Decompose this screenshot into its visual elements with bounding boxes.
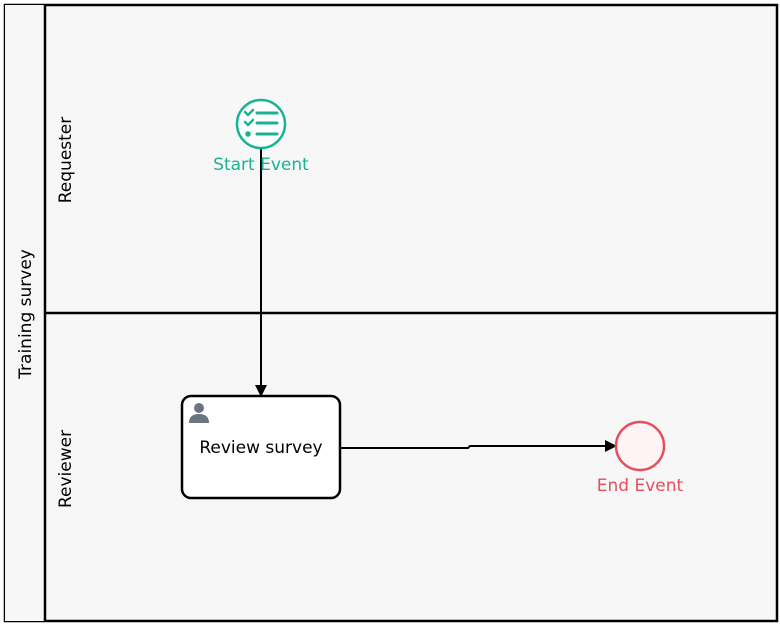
lane-label-reviewer: Reviewer [56,430,76,508]
end-event-label: End Event [597,476,684,496]
end-event[interactable]: End Event [597,420,684,496]
task-label: Review survey [199,438,322,458]
user-icon [189,403,209,423]
checklist-icon [243,108,279,137]
pool-label: Training survey [16,249,36,380]
start-event[interactable]: Start Event [213,98,309,175]
lane-reviewer[interactable]: Reviewer [56,430,76,508]
sequence-flow-task-to-end[interactable] [340,440,617,452]
lane-requester[interactable]: Requester [56,117,76,204]
start-event-label: Start Event [213,155,309,175]
lane-label-requester: Requester [56,117,76,204]
task-review-survey[interactable]: Review survey [180,394,342,500]
